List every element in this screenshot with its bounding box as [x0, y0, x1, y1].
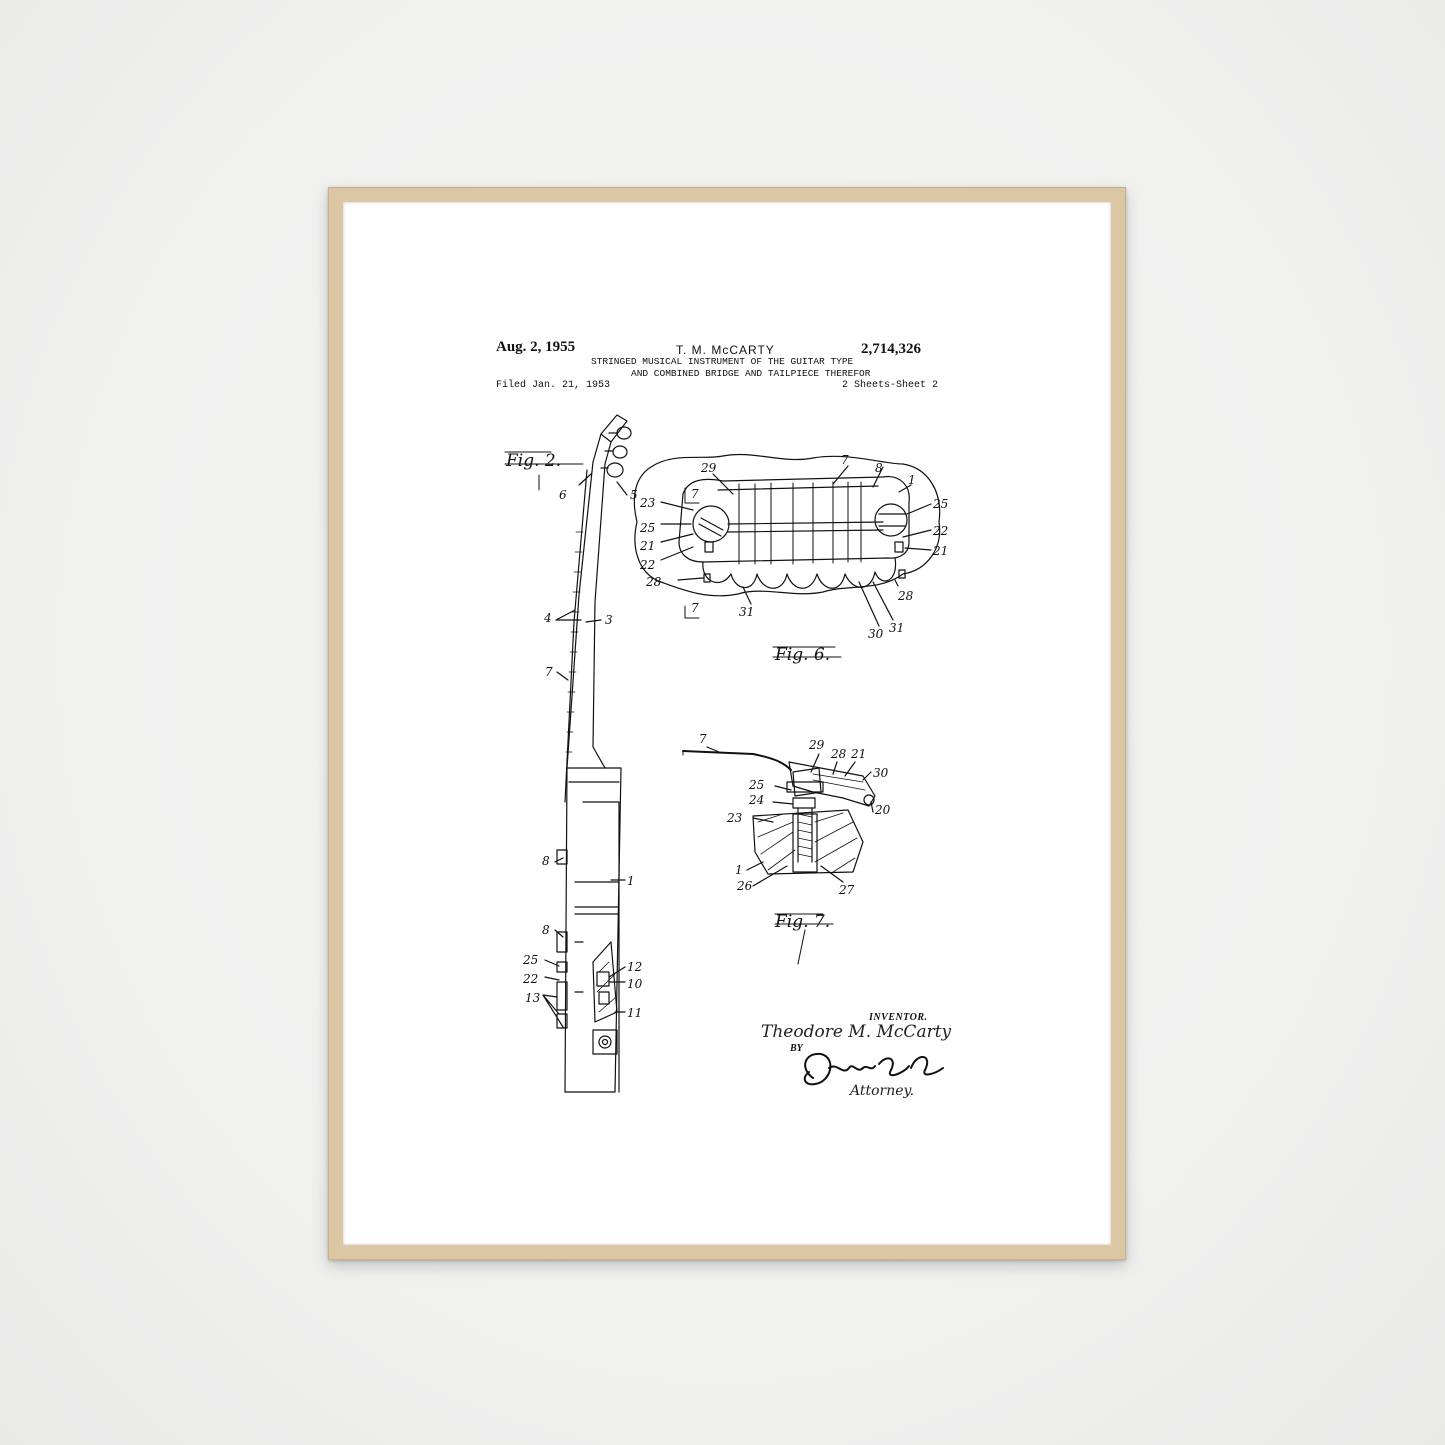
fig6-ref: 28: [645, 575, 662, 589]
fig6-ref: 7: [841, 453, 849, 467]
fig7-ref: 29: [808, 738, 825, 752]
fig2-ref: 13: [525, 991, 541, 1005]
by-label: BY: [790, 1043, 803, 1054]
fig7-ref: 24: [748, 793, 764, 807]
patent-number: 2,714,326: [861, 341, 921, 357]
attorney-signature: [803, 1052, 944, 1086]
fig2-ref: 25: [522, 953, 538, 967]
fig7-ref: 7: [699, 732, 707, 746]
fig6-ref: 31: [739, 605, 754, 619]
fig6-ref: 25: [932, 497, 948, 511]
fig6-ref: 30: [868, 627, 884, 641]
fig7-ref: 30: [873, 766, 889, 780]
fig2-ref: 4: [543, 611, 552, 625]
patent-print: Aug. 2, 1955 T. M. McCARTY 2,714,326 STR…: [343, 202, 1111, 1245]
fig7-ref: 20: [874, 803, 891, 817]
inventor-signature: Theodore M. McCarty: [761, 1022, 952, 1042]
patent-date: Aug. 2, 1955: [496, 339, 576, 355]
fig7-ref: 25: [748, 778, 764, 792]
fig2-label: Fig. 2.: [505, 451, 561, 471]
fig2-ref: 6: [559, 488, 567, 502]
fig6-ref: 7: [691, 601, 699, 615]
fig2-ref: 5: [630, 488, 638, 502]
fig2-ref: 7: [545, 665, 553, 679]
fig6-ref: 8: [875, 461, 883, 475]
patent-title-line-1: STRINGED MUSICAL INSTRUMENT OF THE GUITA…: [591, 356, 854, 367]
fig7-ref: 21: [850, 747, 866, 761]
fig2-ref: 1: [627, 874, 635, 888]
fig7-reference-numbers: 7 29 28 21 25 30 24 20 23 1 26 27: [699, 732, 891, 897]
fig6-ref: 29: [700, 461, 717, 475]
fig2-ref: 10: [627, 977, 643, 991]
patent-inventor: T. M. McCARTY: [676, 343, 775, 357]
fig7-ref: 26: [736, 879, 753, 893]
fig6-ref: 31: [889, 621, 904, 635]
fig7-ref: 28: [830, 747, 847, 761]
fig6-reference-numbers: 29 7 8 1 23 7 25 25 21 22 22 21 28 28 7 …: [639, 453, 948, 641]
fig6-ref: 21: [639, 539, 655, 553]
bridge-section-view: [682, 746, 876, 965]
fig6-ref: 25: [639, 521, 655, 535]
fig2-reference-numbers: 6 5 4 3 7 8 1 8 25 22 13 12 10 11: [522, 488, 643, 1020]
fig7-ref: 23: [726, 811, 743, 825]
fig6-ref: 1: [908, 473, 916, 487]
fig7-label: Fig. 7.: [774, 912, 830, 932]
fig6-ref: 23: [639, 496, 656, 510]
inventor-label: INVENTOR.: [869, 1012, 928, 1023]
patent-filed-date: Filed Jan. 21, 1953: [496, 380, 611, 391]
picture-frame: Aug. 2, 1955 T. M. McCARTY 2,714,326 STR…: [328, 187, 1126, 1260]
fig6-ref: 22: [639, 558, 655, 572]
fig6-ref: 21: [932, 544, 948, 558]
fig6-ref: 22: [932, 524, 948, 538]
patent-sheets: 2 Sheets-Sheet 2: [842, 380, 939, 391]
fig2-ref: 11: [627, 1006, 642, 1020]
fig2-ref: 8: [542, 854, 550, 868]
bridge-top-view: [633, 453, 941, 658]
fig6-label: Fig. 6.: [774, 645, 830, 665]
attorney-label: Attorney.: [850, 1083, 915, 1099]
fig2-ref: 8: [542, 923, 550, 937]
guitar-side-view: [504, 414, 632, 1093]
fig2-ref: 12: [627, 960, 642, 974]
fig2-ref: 22: [522, 972, 538, 986]
patent-drawing: Fig. 2. 6 5 4 3 7 8 1 8 25 22 13 12 10 1…: [504, 414, 948, 1093]
fig7-ref: 27: [838, 883, 855, 897]
fig6-ref: 7: [691, 487, 699, 501]
patent-title-line-2: AND COMBINED BRIDGE AND TAILPIECE THEREF…: [631, 368, 871, 379]
fig7-ref: 1: [735, 863, 743, 877]
fig6-ref: 28: [897, 589, 914, 603]
fig2-ref: 3: [605, 613, 613, 627]
